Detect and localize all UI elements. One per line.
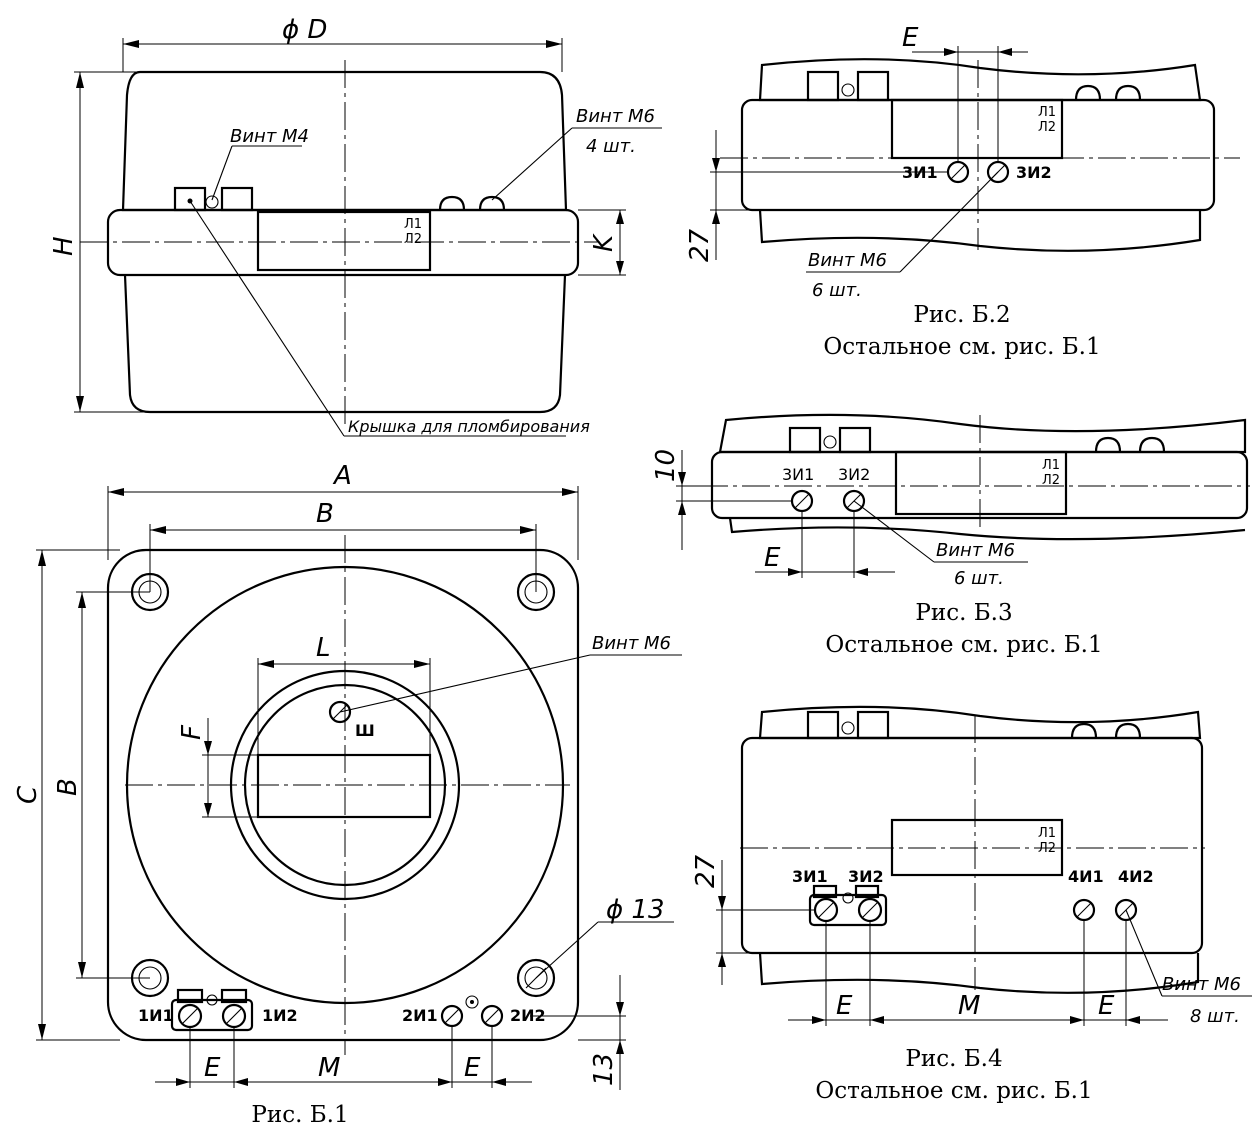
fig2-callout-qty6: 6 шт. bbox=[812, 280, 862, 301]
fig4-label-l1: Л1 bbox=[1038, 826, 1056, 841]
fig2: Л1 Л2 3И1 3И2 E 27 Винт М6 6 шт. Рис. Б.… bbox=[685, 23, 1240, 360]
fig4: Л1 Л2 3И1 3И2 4И1 4И2 27 E M bbox=[691, 705, 1252, 1104]
fig3-callout-vint-m6: Винт М6 bbox=[936, 540, 1015, 561]
fig4-terminal-4i1: 4И1 bbox=[1068, 867, 1104, 886]
dim-b-horizontal: B bbox=[316, 499, 334, 529]
fig4-callout-vint-m6: Винт М6 bbox=[1162, 974, 1241, 995]
callout-vint-m6-fig1: Винт М6 bbox=[576, 106, 655, 127]
fig4-callout-qty8: 8 шт. bbox=[1190, 1006, 1240, 1027]
terminal-sh: Ш bbox=[355, 721, 375, 740]
dim-c: C bbox=[13, 785, 43, 804]
fig4-caption: Рис. Б.4 bbox=[905, 1046, 1002, 1072]
dim-e-right: E bbox=[464, 1053, 481, 1083]
fig2-caption: Рис. Б.2 bbox=[913, 302, 1010, 328]
fig4-terminal-3i2: 3И2 bbox=[848, 867, 884, 886]
fig1-label-l1: Л1 bbox=[404, 217, 422, 232]
fig3-terminal-3i2: 3И2 bbox=[838, 465, 870, 484]
dim-13: 13 bbox=[589, 1053, 619, 1086]
fig2-dim-e: E bbox=[902, 23, 919, 53]
fig3-callout-qty6: 6 шт. bbox=[954, 568, 1004, 589]
fig1-caption: Рис. Б.1 bbox=[251, 1102, 348, 1128]
callout-vint-m4: Винт М4 bbox=[230, 126, 309, 147]
dim-e-left: E bbox=[204, 1053, 221, 1083]
callout-vint-m6-sh: Винт М6 bbox=[592, 633, 671, 654]
fig2-label-l1: Л1 bbox=[1038, 105, 1056, 120]
fig4-dim-e-right: E bbox=[1098, 991, 1115, 1021]
fig1-front-view: Ш 1И1 1И2 2И1 2И2 A B bbox=[13, 461, 682, 1128]
fig3: Л1 Л2 3И1 3И2 10 E Винт М6 6 шт. Рис. Б.… bbox=[651, 413, 1250, 658]
terminal-1i1: 1И1 bbox=[138, 1006, 174, 1025]
fig1-side-view: Л1 Л2 ϕ D H K Винт М4 Винт М6 4 шт. bbox=[49, 15, 662, 437]
fig2-callout-vint-m6: Винт М6 bbox=[808, 250, 887, 271]
fig4-dim-m: M bbox=[958, 991, 980, 1021]
fig3-dim-e: E bbox=[764, 543, 781, 573]
fig4-dim-e-left: E bbox=[836, 991, 853, 1021]
callout-qty4: 4 шт. bbox=[586, 136, 636, 157]
terminal-1i2: 1И2 bbox=[262, 1006, 298, 1025]
fig4-terminal-3i1: 3И1 bbox=[792, 867, 828, 886]
dim-b-vertical: B bbox=[53, 778, 83, 796]
fig4-terminal-4i2: 4И2 bbox=[1118, 867, 1154, 886]
fig2-terminal-3i2: 3И2 bbox=[1016, 163, 1052, 182]
terminal-2i1: 2И1 bbox=[402, 1006, 438, 1025]
dim-k: K bbox=[589, 233, 619, 252]
dim-f: F bbox=[177, 724, 207, 740]
fig3-note: Остальное см. рис. Б.1 bbox=[825, 632, 1102, 658]
fig3-caption: Рис. Б.3 bbox=[915, 600, 1012, 626]
callout-seal-cover: Крышка для пломбирования bbox=[348, 417, 590, 436]
dim-phi-d: ϕ D bbox=[282, 15, 327, 45]
dim-h: H bbox=[49, 236, 79, 256]
dim-l: L bbox=[316, 633, 331, 663]
fig3-label-l2: Л2 bbox=[1042, 473, 1060, 488]
fig2-label-l2: Л2 bbox=[1038, 120, 1056, 135]
fig1-label-l2: Л2 bbox=[404, 232, 422, 247]
dim-phi13: ϕ 13 bbox=[606, 895, 665, 925]
fig2-note: Остальное см. рис. Б.1 bbox=[823, 334, 1100, 360]
fig3-terminal-3i1: 3И1 bbox=[782, 465, 814, 484]
terminal-2i2: 2И2 bbox=[510, 1006, 546, 1025]
dim-a: A bbox=[332, 461, 352, 491]
dim-m: M bbox=[318, 1053, 340, 1083]
fig4-dim-27: 27 bbox=[691, 854, 721, 888]
fig2-dim-27: 27 bbox=[685, 228, 715, 262]
fig3-dim-10: 10 bbox=[651, 449, 681, 482]
fig3-label-l1: Л1 bbox=[1042, 458, 1060, 473]
fig4-note: Остальное см. рис. Б.1 bbox=[815, 1078, 1092, 1104]
